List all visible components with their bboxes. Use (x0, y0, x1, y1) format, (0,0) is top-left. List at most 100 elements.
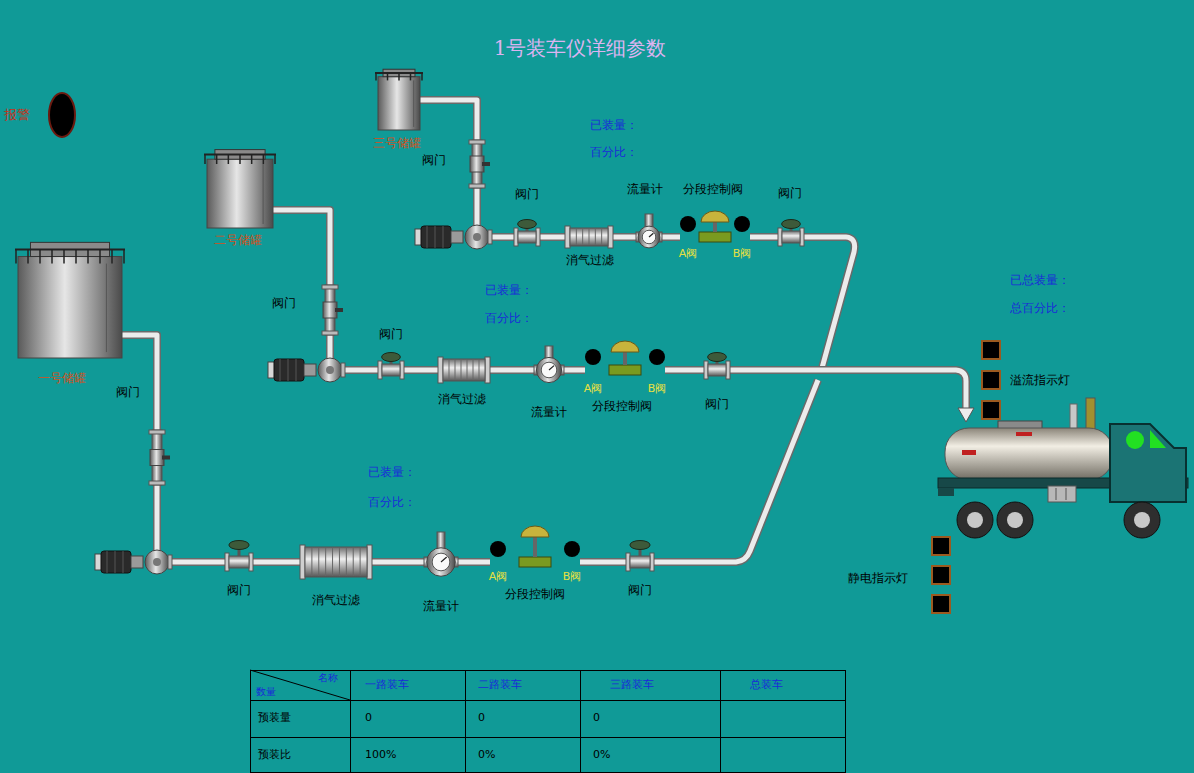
degas-filter: 消气过滤 (438, 357, 490, 383)
truck-feed-pipes (654, 237, 974, 562)
rib (582, 229, 583, 245)
tank-body (207, 159, 273, 228)
flange (800, 228, 804, 246)
status-label: 已装量： (485, 283, 533, 297)
segment-control-valve-shape (585, 338, 665, 376)
rib (595, 229, 596, 245)
pipe (273, 210, 330, 285)
lamp (932, 566, 950, 584)
table-cell: 三路装车 (610, 678, 654, 691)
flange (225, 553, 229, 571)
railing-post (410, 73, 412, 80)
gate-valve: 阀门 (225, 540, 253, 572)
ladder (413, 80, 414, 127)
component-label: 二号储罐 (214, 233, 262, 247)
gate-valve: 阀门 (378, 352, 404, 382)
railing-post (99, 249, 101, 263)
corner-diagonal (250, 670, 350, 700)
storage-tank-shape (18, 240, 122, 358)
hub (967, 512, 983, 528)
railing-post (251, 154, 253, 164)
pipe-core (750, 235, 778, 240)
gate-valve-shape (626, 540, 654, 572)
pipe (662, 237, 680, 238)
railing-post (375, 73, 377, 80)
flange (485, 357, 490, 383)
filter-body (570, 228, 608, 246)
meter-dial (432, 553, 450, 571)
flange (378, 361, 382, 379)
component-label: 消气过滤 (312, 593, 360, 607)
valve-a-lamp (680, 216, 696, 232)
table-border (251, 671, 846, 773)
pipe-outline (613, 233, 636, 241)
needle (649, 233, 653, 237)
ladder (263, 164, 264, 224)
pipe-core (253, 560, 300, 565)
table-cell: 预装量 (258, 711, 291, 724)
railing-post (87, 249, 89, 263)
component-label: 流量计 (531, 405, 567, 419)
gate-valve: 阀门 (626, 540, 654, 572)
degas-filter-shape (300, 545, 372, 579)
handwheel (630, 541, 650, 550)
pipe-core (404, 368, 438, 373)
lamp (982, 401, 1000, 419)
flange (536, 228, 540, 246)
rib (318, 548, 319, 576)
sub-valve-label: B阀 (648, 382, 667, 395)
filter-body (305, 547, 367, 577)
railing-post (75, 249, 77, 263)
needle (549, 366, 554, 370)
rib (601, 229, 602, 245)
pipe-core (372, 560, 424, 565)
pipe-outline (253, 558, 300, 566)
inlet-valve: 阀门 (468, 140, 486, 188)
sub-valve-label: A阀 (679, 247, 698, 260)
bumper (938, 488, 954, 496)
storage-tank: 二号储罐 (207, 148, 273, 228)
pipe (458, 562, 490, 563)
rib (576, 229, 577, 245)
table-cell: 一路装车 (365, 678, 409, 691)
pipe-outline (122, 335, 157, 430)
flange (565, 226, 570, 248)
cab-window (1150, 430, 1166, 448)
status-label: 静电指示灯 (848, 571, 908, 585)
pipe (404, 370, 438, 371)
segment-control-valve-shape (680, 208, 750, 244)
flange (608, 226, 613, 248)
pipe-core (564, 368, 585, 373)
status-label: 总百分比： (1010, 301, 1070, 315)
railing-post (15, 249, 17, 263)
pipe-outline (580, 558, 626, 566)
component-label: 阀门 (272, 296, 296, 310)
valve-a-lamp (490, 541, 506, 557)
pipe (157, 485, 225, 562)
wheel (1124, 502, 1160, 538)
sub-valve-label: A阀 (584, 382, 603, 395)
table-cell: 0% (593, 748, 610, 761)
pipe (253, 562, 300, 563)
pipe-outline (404, 366, 438, 374)
table-cell: 二路装车 (478, 678, 522, 691)
segment-control-valve-shape (490, 523, 580, 565)
col-line (350, 670, 351, 773)
sub-valve-label: B阀 (563, 570, 582, 583)
component-label: 流量计 (423, 599, 459, 613)
col-line (580, 670, 581, 773)
pipe-core (420, 100, 477, 140)
tank-body (18, 257, 122, 358)
pipe (613, 237, 636, 238)
status-label: 已总装量： (1010, 273, 1070, 287)
railing-post (398, 73, 400, 80)
rib (473, 360, 474, 380)
inlet-valve-shape (468, 140, 486, 188)
gate-valve-shape (778, 219, 804, 249)
component-label: 阀门 (227, 583, 251, 597)
gate-valve: 阀门 (704, 352, 730, 382)
component-label: 分段控制阀 (683, 182, 743, 196)
table-cell: 数量 (256, 686, 276, 698)
static-lamps (932, 537, 950, 613)
handwheel (382, 353, 401, 362)
